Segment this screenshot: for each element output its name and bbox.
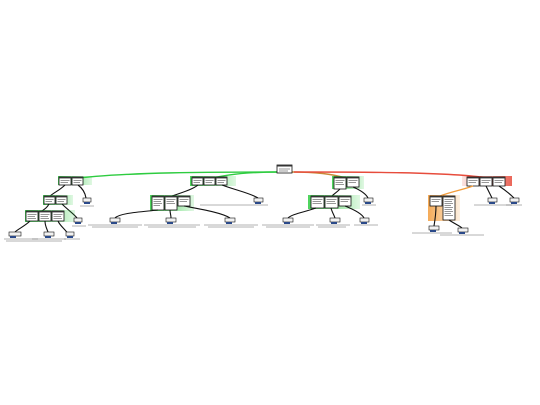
branch-3: [262, 176, 378, 228]
branch-4-node[interactable]: [466, 176, 506, 187]
edge-b2-to-b2a: [171, 184, 199, 197]
branch-4-leaf-1[interactable]: [474, 197, 512, 206]
branch-3a-node[interactable]: [310, 195, 352, 209]
edge-b3-to-b3-leaf: [352, 186, 369, 199]
branch-1a-node[interactable]: [43, 195, 68, 205]
edge-b1-to-b1-leaf: [77, 184, 87, 199]
edge-b3-to-b3a: [331, 188, 341, 197]
edge-b1b-to-leaf-1: [14, 220, 31, 233]
edge-b2a-to-leaf-3: [183, 205, 231, 219]
branch-1b-node[interactable]: [25, 210, 65, 222]
edge-b3a-to-leaf-3: [344, 205, 365, 219]
edge-b2a-to-leaf-2: [169, 209, 172, 219]
edge-b2a-to-leaf-1: [114, 209, 159, 219]
edge-b2-to-b2-leaf: [221, 184, 259, 199]
branch-2a-leaf-3[interactable]: [204, 217, 258, 228]
branch-1a-leaf[interactable]: [72, 217, 86, 227]
edge-b4-to-b4-leaf-1: [485, 185, 493, 199]
branch-4: [412, 176, 522, 236]
branch-2-leaf[interactable]: [200, 197, 268, 206]
branch-1b-leaf-2[interactable]: [32, 231, 66, 242]
branch-2-node[interactable]: [191, 176, 228, 186]
edge-b4a-to-leaf-2: [448, 219, 463, 229]
branch-4a-leaf-1[interactable]: [412, 225, 452, 234]
branch-3-leaf[interactable]: [362, 197, 376, 206]
branch-3-node[interactable]: [333, 176, 360, 190]
edge-b3a-to-leaf-2: [330, 207, 336, 219]
root-node[interactable]: [276, 164, 293, 174]
branch-4-leaf-2[interactable]: [506, 197, 522, 206]
edge-b3a-to-leaf-1: [287, 207, 317, 219]
branch-3a-leaf-3[interactable]: [354, 217, 378, 226]
branch-4a-leaf-2[interactable]: [440, 227, 484, 236]
branch-2: [88, 176, 268, 228]
branch-1b-leaf-3[interactable]: [64, 231, 80, 240]
edge-b4a-to-leaf-1: [433, 205, 437, 227]
edge-b4-to-b4-leaf-2: [498, 185, 515, 199]
edge-b1-to-b1a: [49, 184, 66, 197]
branch-1-leaf[interactable]: [80, 197, 94, 207]
branch-3a-leaf-2[interactable]: [316, 217, 350, 228]
branch-4a-node[interactable]: [429, 195, 456, 221]
branch-2a-leaf-1[interactable]: [88, 217, 142, 228]
edge-b1b-to-leaf-2: [44, 220, 49, 233]
branch-3a-leaf-1[interactable]: [262, 217, 314, 228]
branch-1-node[interactable]: [58, 176, 84, 186]
branch-1: [4, 176, 94, 242]
branch-2a-leaf-2[interactable]: [144, 217, 200, 228]
branch-1b-leaf-1[interactable]: [4, 231, 38, 242]
edge-b4-to-b4a: [439, 185, 474, 197]
